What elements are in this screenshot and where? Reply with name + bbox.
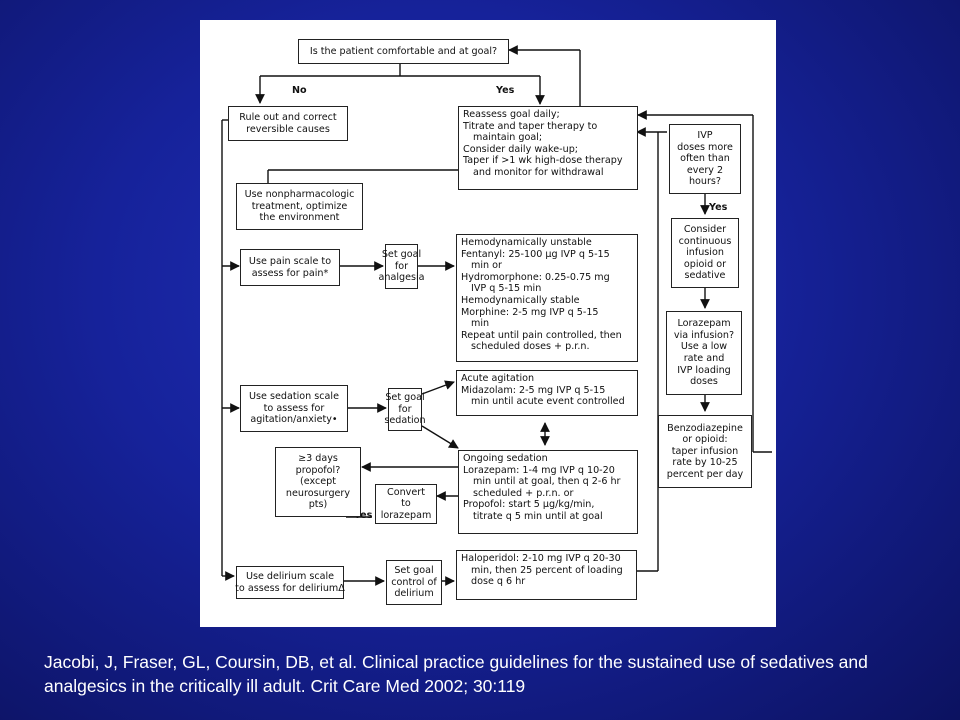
connector-lines xyxy=(221,45,772,586)
acute-agitation-box: Acute agitation Midazolam: 2-5 mg IVP q … xyxy=(456,370,638,416)
label-no: No xyxy=(292,85,307,96)
ongoing-sedation-box: Ongoing sedation Lorazepam: 1-4 mg IVP q… xyxy=(458,450,638,534)
reassess-box: Reassess goal daily; Titrate and taper t… xyxy=(458,106,638,190)
question-comfortable-at-goal: Is the patient comfortable and at goal? xyxy=(298,39,509,64)
label-yes-right: Yes xyxy=(709,202,728,213)
flowchart-panel: No Yes Yes Yes Is the patient comfortabl… xyxy=(200,20,776,627)
hemodynamic-box: Hemodynamically unstable Fentanyl: 25-10… xyxy=(456,234,638,362)
label-yes-top: Yes xyxy=(496,85,515,96)
haloperidol-box: Haloperidol: 2-10 mg IVP q 20-30 min, th… xyxy=(456,550,637,600)
label-yes-convert: Yes xyxy=(354,510,373,521)
citation-caption: Jacobi, J, Fraser, GL, Coursin, DB, et a… xyxy=(44,652,868,696)
